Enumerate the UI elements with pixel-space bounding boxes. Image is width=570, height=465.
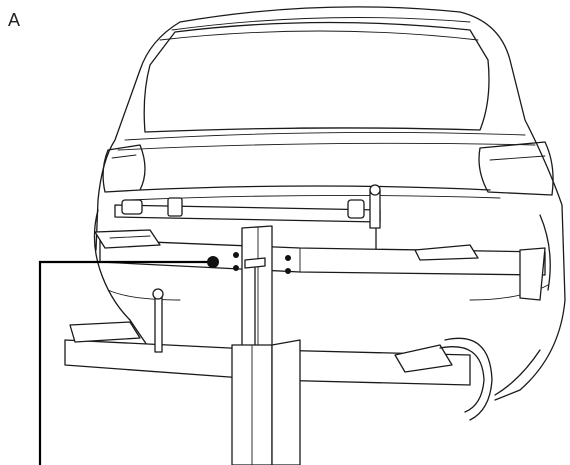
callout-dot — [207, 256, 219, 268]
callout — [38, 256, 219, 465]
callout-leader-line — [38, 260, 213, 465]
center-mast — [241, 225, 273, 348]
figure-label: A — [8, 10, 21, 30]
upper-cross-bar — [114, 184, 381, 255]
upper-bike-tray — [94, 229, 546, 301]
hitch-base — [231, 339, 301, 465]
car-outline — [93, 6, 566, 401]
